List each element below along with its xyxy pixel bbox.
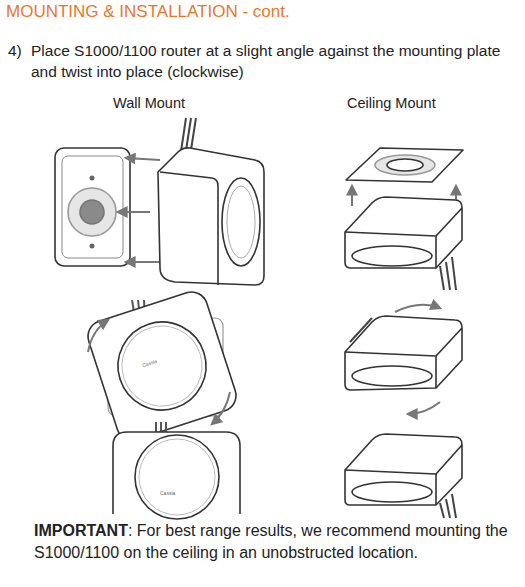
router-wall — [158, 118, 264, 285]
note-emphasis: IMPORTANT — [34, 522, 128, 539]
router-ceiling — [345, 197, 462, 290]
note-paragraph: IMPORTANT: For best range results, we re… — [34, 520, 522, 565]
push-arrows — [118, 158, 160, 262]
step-text: Place S1000/1100 router at a slight angl… — [31, 41, 516, 83]
view-label: Ceiling Mount — [347, 94, 436, 114]
view-label: Wall Mount — [113, 94, 185, 114]
router-twist-ceiling — [345, 305, 462, 414]
step-number: 4) — [8, 41, 22, 62]
router-twist-front — [84, 288, 240, 444]
ceiling-plate — [346, 148, 463, 182]
router-mounted-ceiling — [345, 434, 462, 518]
page-heading: MOUNTING & INSTALLATION - cont. — [6, 2, 290, 22]
router-mounted-front — [113, 422, 240, 519]
wall-plate — [55, 148, 130, 266]
logo-text: Cassia — [160, 490, 175, 497]
